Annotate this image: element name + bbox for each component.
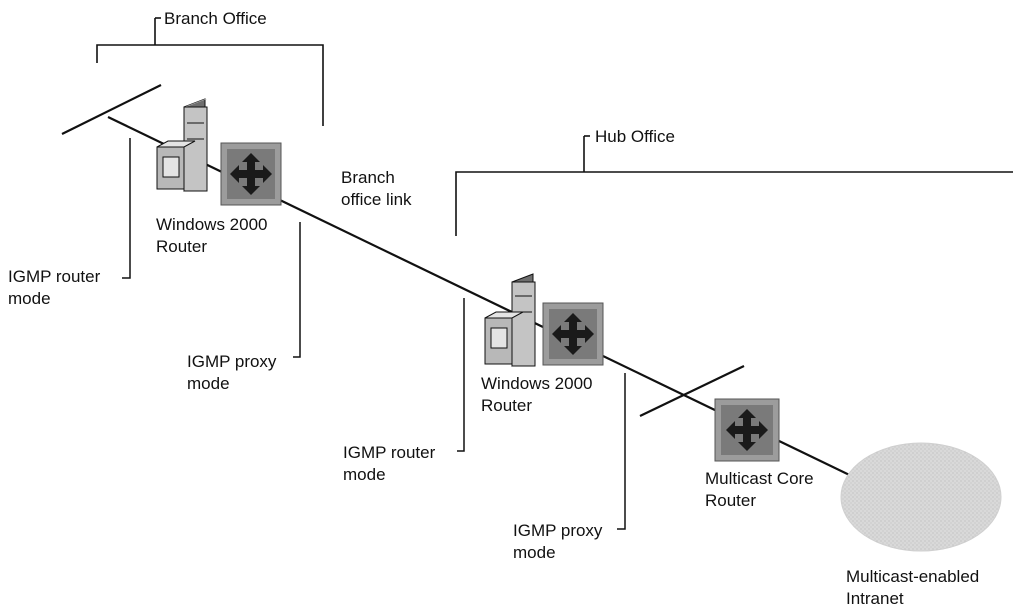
hub-router-line-2: Router	[481, 396, 533, 415]
router-icon	[542, 302, 604, 366]
server-icon	[156, 98, 208, 192]
branch-link-label: Branch office link	[341, 167, 412, 211]
network-cloud-icon	[840, 442, 1002, 552]
branch-router-label: Windows 2000 Router	[156, 214, 268, 258]
branch-igmp-proxy-mode-label: IGMP proxy mode	[187, 351, 276, 395]
branch-lan-segment	[61, 84, 162, 135]
mode-line-1: IGMP router	[8, 267, 101, 286]
intranet-line-2: Intranet	[846, 589, 904, 608]
mode-line-1: IGMP proxy	[513, 521, 603, 540]
branch-link-line-2: office link	[341, 190, 412, 209]
core-router-line-2: Router	[705, 491, 757, 510]
router-icon	[220, 142, 282, 206]
mode-line-2: mode	[513, 543, 556, 562]
intranet-label: Multicast-enabled Intranet	[846, 566, 979, 610]
core-router-label: Multicast Core Router	[705, 468, 814, 512]
hub-igmp-proxy-mode-label: IGMP proxy mode	[513, 520, 602, 564]
mode-line-1: IGMP proxy	[187, 352, 277, 371]
hub-office-label: Hub Office	[595, 126, 675, 148]
mode-line-2: mode	[187, 374, 230, 393]
hub-lan-segment	[639, 365, 745, 417]
hub-igmp-router-mode-label: IGMP router mode	[343, 442, 435, 486]
mode-line-1: IGMP router	[343, 443, 436, 462]
router-icon	[714, 398, 780, 462]
branch-office-label: Branch Office	[164, 8, 267, 30]
hub-router-line-1: Windows 2000	[481, 374, 593, 393]
hub-office-title: Hub Office	[595, 127, 676, 146]
branch-link-line-1: Branch	[341, 168, 395, 187]
branch-office-title: Branch Office	[164, 9, 267, 28]
branch-igmp-router-mode-label: IGMP router mode	[8, 266, 100, 310]
branch-router-line-2: Router	[156, 237, 208, 256]
mode-line-2: mode	[8, 289, 51, 308]
hub-router-label: Windows 2000 Router	[481, 373, 593, 417]
hub-office-bracket	[455, 135, 1013, 236]
mode-line-2: mode	[343, 465, 386, 484]
branch-router-line-1: Windows 2000	[156, 215, 268, 234]
mode-leaders	[122, 138, 626, 530]
server-icon	[484, 273, 536, 367]
branch-office-bracket	[96, 17, 324, 126]
intranet-line-1: Multicast-enabled	[846, 567, 980, 586]
core-router-line-1: Multicast Core	[705, 469, 814, 488]
